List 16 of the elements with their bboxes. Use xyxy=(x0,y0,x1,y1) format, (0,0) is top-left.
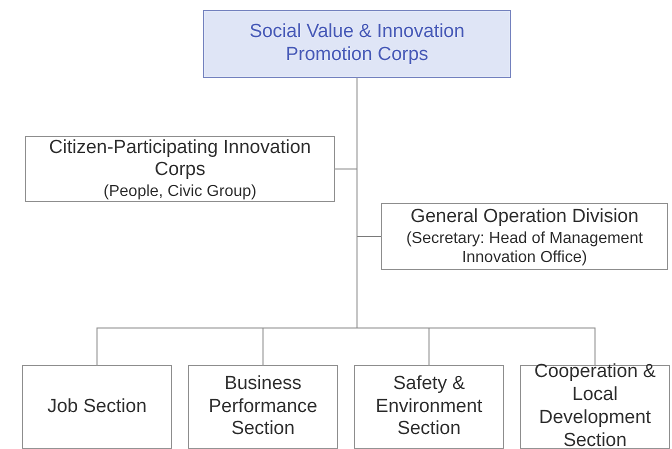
unit-box xyxy=(25,136,335,202)
unit-box xyxy=(381,203,668,270)
unit-name: Cooperation & Local Development Section xyxy=(533,361,657,449)
unit-box xyxy=(22,365,172,449)
unit-box xyxy=(520,365,670,449)
unit-name: Citizen-Participating Innovation Corps xyxy=(48,136,312,182)
top-unit-box xyxy=(203,10,511,78)
unit-name: Social Value & Innovation Promotion Corps xyxy=(248,21,466,67)
unit-name: General Operation Division xyxy=(410,206,639,229)
unit-name: Business Performance Section xyxy=(208,372,318,442)
unit-name: Safety & Environment Section xyxy=(374,372,484,442)
unit-name: Job Section xyxy=(47,396,147,418)
unit-box xyxy=(188,365,338,449)
unit-box xyxy=(354,365,504,449)
unit-note: (People, Civic Group) xyxy=(104,182,256,202)
unit-note: (Secretary: Head of Management Innovation Office) xyxy=(405,228,644,268)
